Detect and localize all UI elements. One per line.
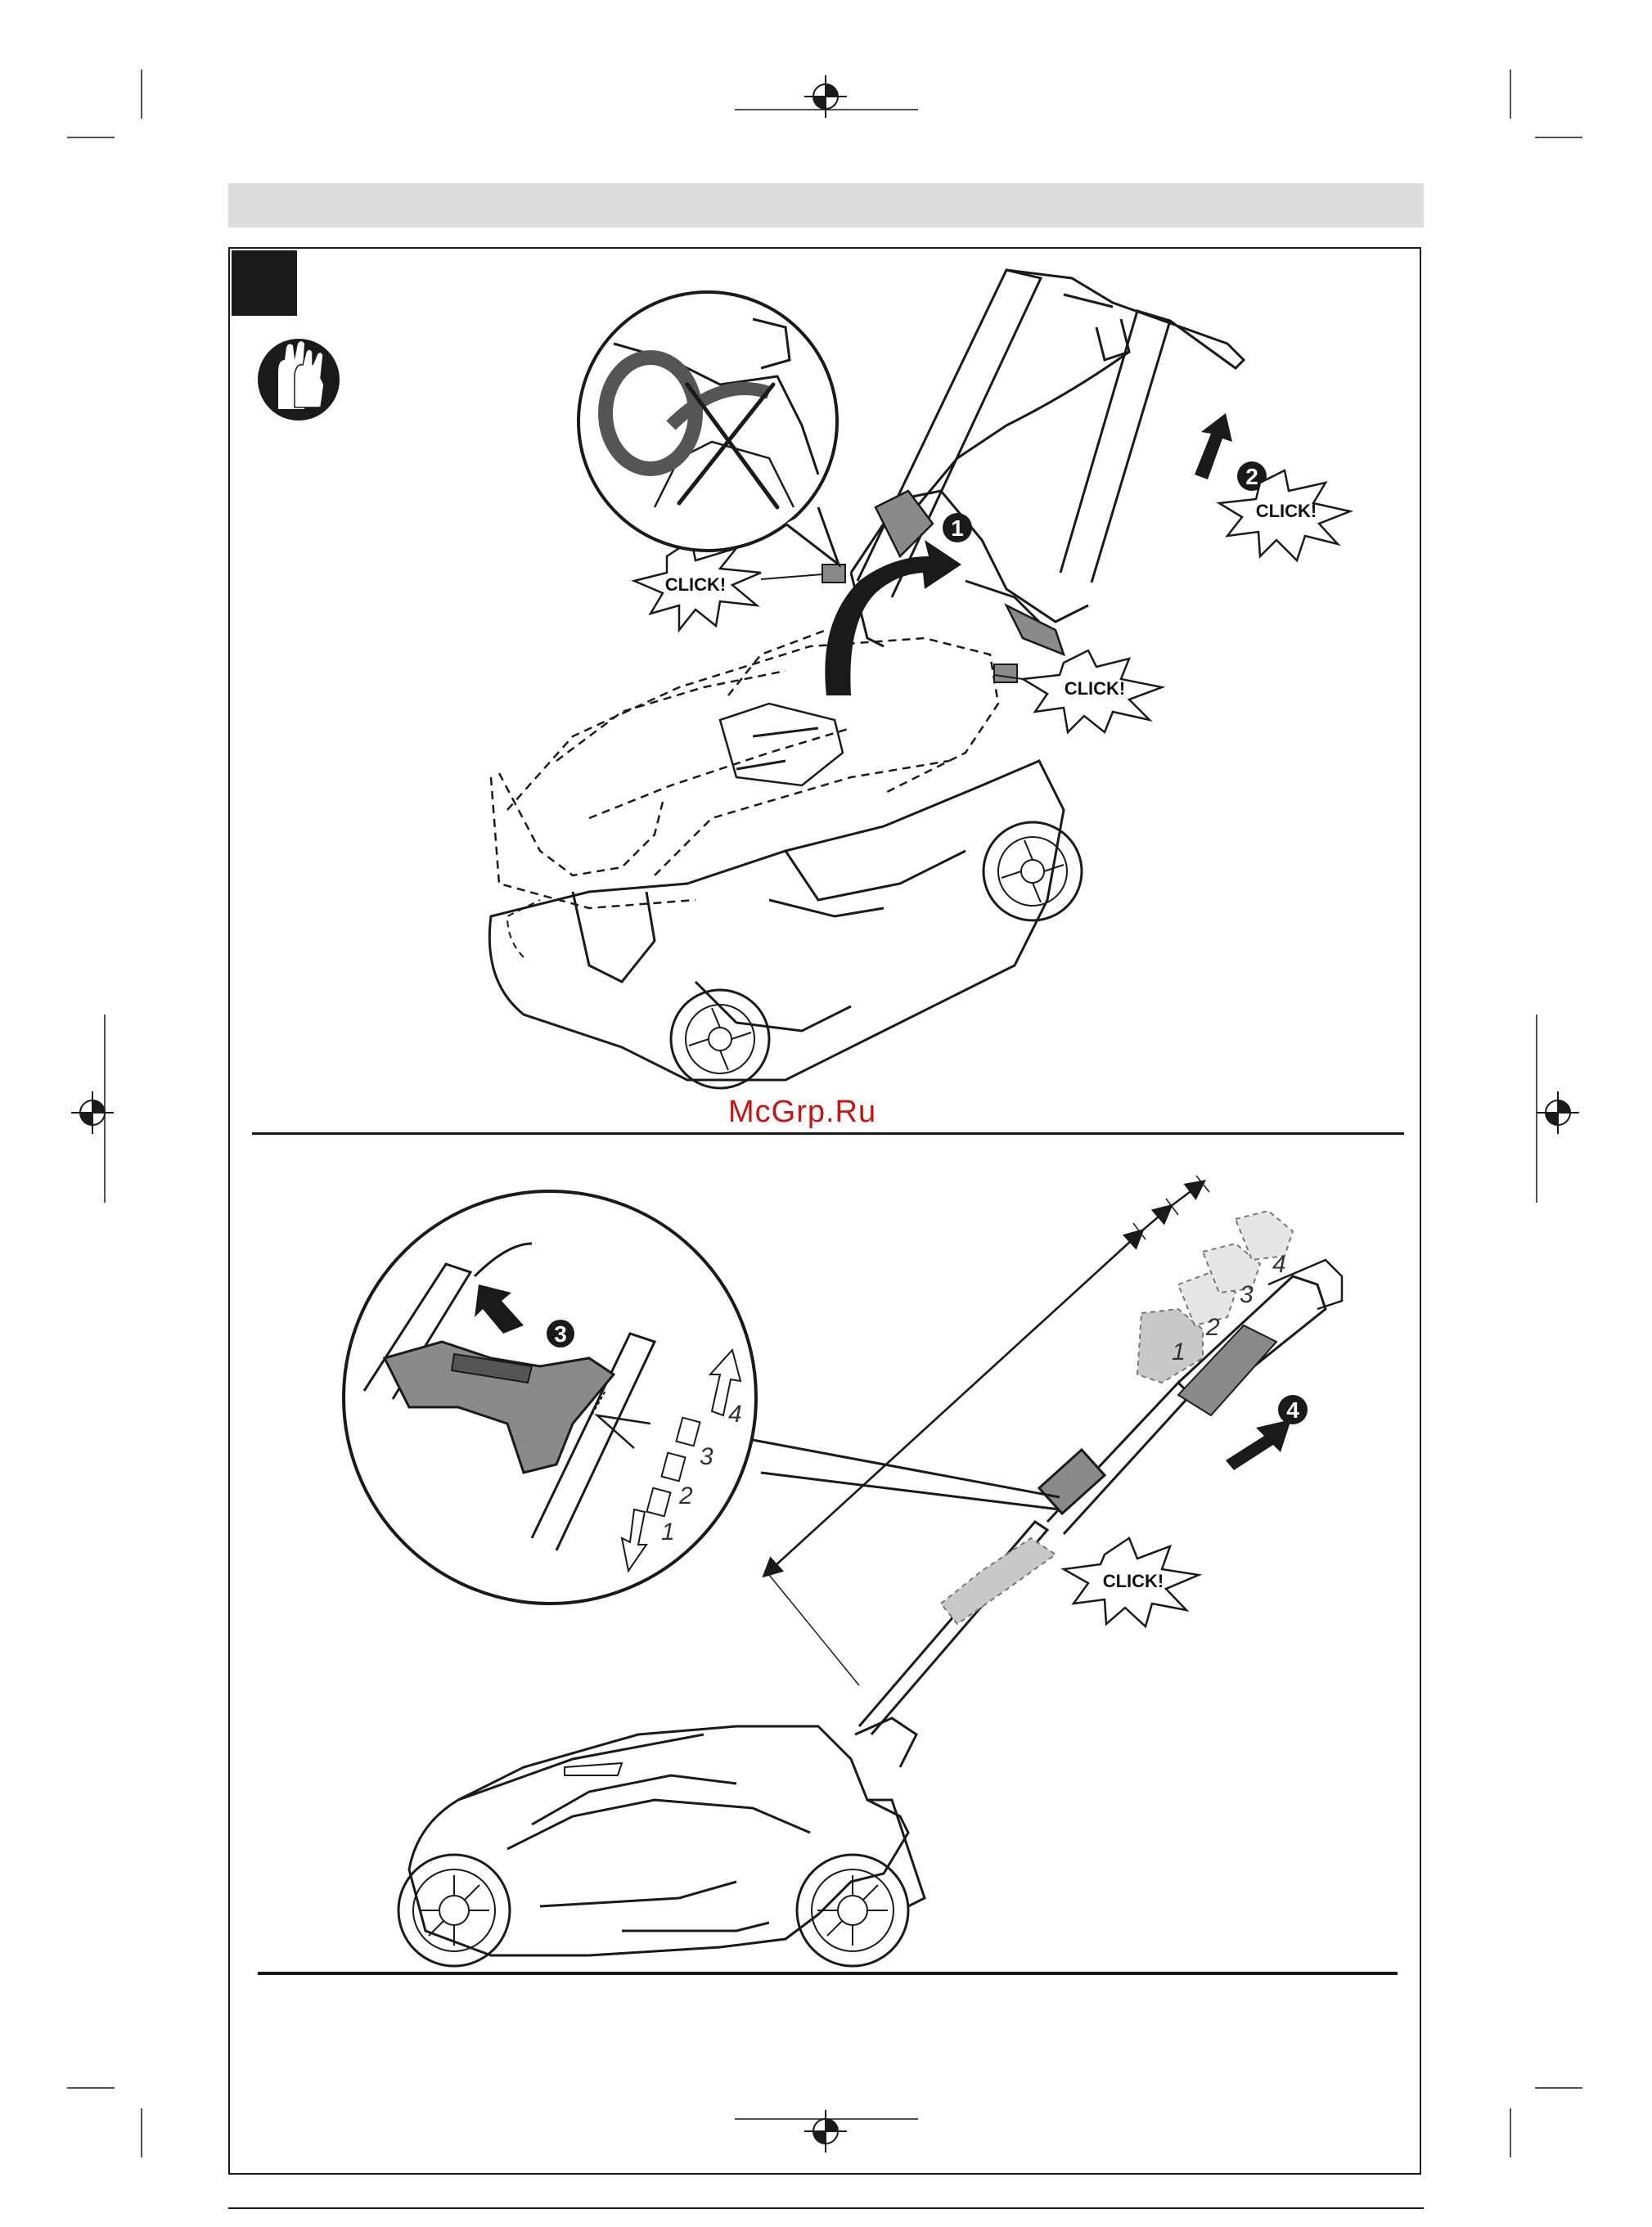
registration-mark-icon bbox=[804, 2110, 847, 2153]
registration-mark-icon bbox=[71, 1091, 114, 1134]
detail-magnifier bbox=[578, 292, 839, 565]
svg-text:1: 1 bbox=[951, 515, 964, 541]
svg-text:CLICK!: CLICK! bbox=[1065, 678, 1126, 699]
click-callout: CLICK! bbox=[1023, 650, 1162, 732]
step-badge: 1 bbox=[943, 513, 972, 542]
registration-mark-icon bbox=[804, 75, 847, 118]
svg-text:CLICK!: CLICK! bbox=[665, 574, 727, 595]
click-callout: CLICK! bbox=[634, 540, 761, 630]
gloves-icon bbox=[258, 339, 340, 421]
svg-text:2: 2 bbox=[1245, 464, 1258, 489]
svg-text:3: 3 bbox=[554, 1321, 567, 1347]
svg-text:3: 3 bbox=[700, 1443, 713, 1470]
wheel bbox=[671, 990, 769, 1088]
svg-text:2: 2 bbox=[678, 1482, 693, 1509]
svg-text:1: 1 bbox=[1172, 1338, 1186, 1365]
wheel bbox=[984, 822, 1082, 920]
unfold-arrow bbox=[825, 540, 961, 695]
click-callout: CLICK! bbox=[1219, 470, 1350, 560]
step-badge: 4 bbox=[1278, 1395, 1308, 1424]
svg-text:CLICK!: CLICK! bbox=[1103, 1571, 1164, 1591]
push-arrow bbox=[1195, 413, 1232, 479]
svg-text:CLICK!: CLICK! bbox=[1256, 501, 1317, 521]
svg-text:4: 4 bbox=[1272, 1251, 1286, 1278]
push-arrow bbox=[1226, 1419, 1291, 1470]
svg-text:2: 2 bbox=[1205, 1314, 1220, 1341]
svg-text:1: 1 bbox=[661, 1518, 675, 1545]
registration-mark-icon bbox=[1537, 1091, 1579, 1134]
grip-band bbox=[1039, 1450, 1105, 1514]
svg-text:3: 3 bbox=[1240, 1281, 1254, 1308]
svg-text:4: 4 bbox=[1286, 1397, 1299, 1423]
click-callout: CLICK! bbox=[1064, 1538, 1199, 1626]
detail-magnifier: 3 4 3 2 1 bbox=[344, 1191, 1060, 1604]
svg-text:4: 4 bbox=[728, 1401, 742, 1428]
